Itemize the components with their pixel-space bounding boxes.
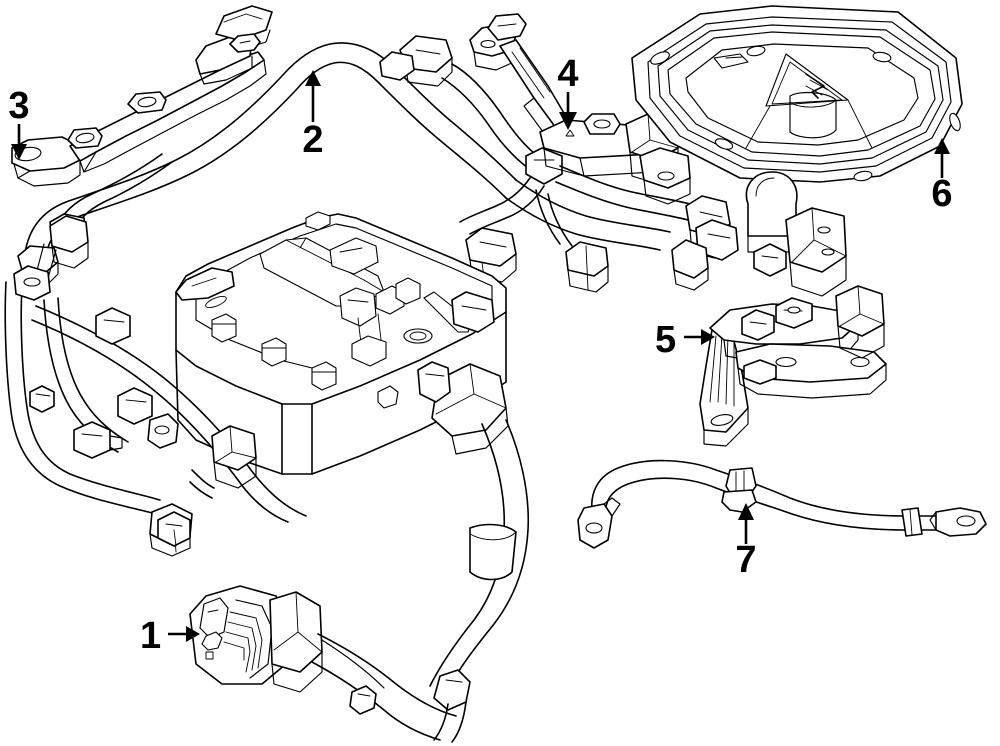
callout-1[interactable]: 1	[140, 615, 200, 657]
part-ground-battery-cable	[577, 459, 987, 549]
callout-5[interactable]: 5	[655, 319, 715, 361]
converter-output-cable	[429, 419, 530, 743]
callout-3-number: 3	[8, 85, 29, 127]
callout-4[interactable]: 4	[557, 53, 579, 130]
callout-2-number: 2	[302, 119, 323, 161]
callout-layer: 1 2 3 4	[8, 53, 952, 657]
left-wire-harness	[4, 215, 307, 557]
callout-5-number: 5	[655, 319, 676, 361]
harness-connector-cluster-right	[671, 171, 847, 297]
part-right-support-bracket	[699, 285, 887, 447]
callout-4-number: 4	[557, 53, 578, 95]
callout-1-number: 1	[140, 615, 161, 657]
callout-7-number: 7	[735, 539, 756, 581]
callout-6[interactable]: 6	[931, 138, 953, 215]
callout-2[interactable]: 2	[302, 70, 324, 161]
part-high-voltage-cable-connector	[157, 511, 457, 741]
central-converter-unit	[175, 211, 509, 475]
upper-right-cable-segment	[505, 179, 671, 251]
callout-3[interactable]: 3	[8, 85, 30, 160]
callout-6-number: 6	[931, 173, 952, 215]
callout-7[interactable]: 7	[735, 503, 757, 581]
part-left-mounting-bracket	[11, 5, 273, 187]
